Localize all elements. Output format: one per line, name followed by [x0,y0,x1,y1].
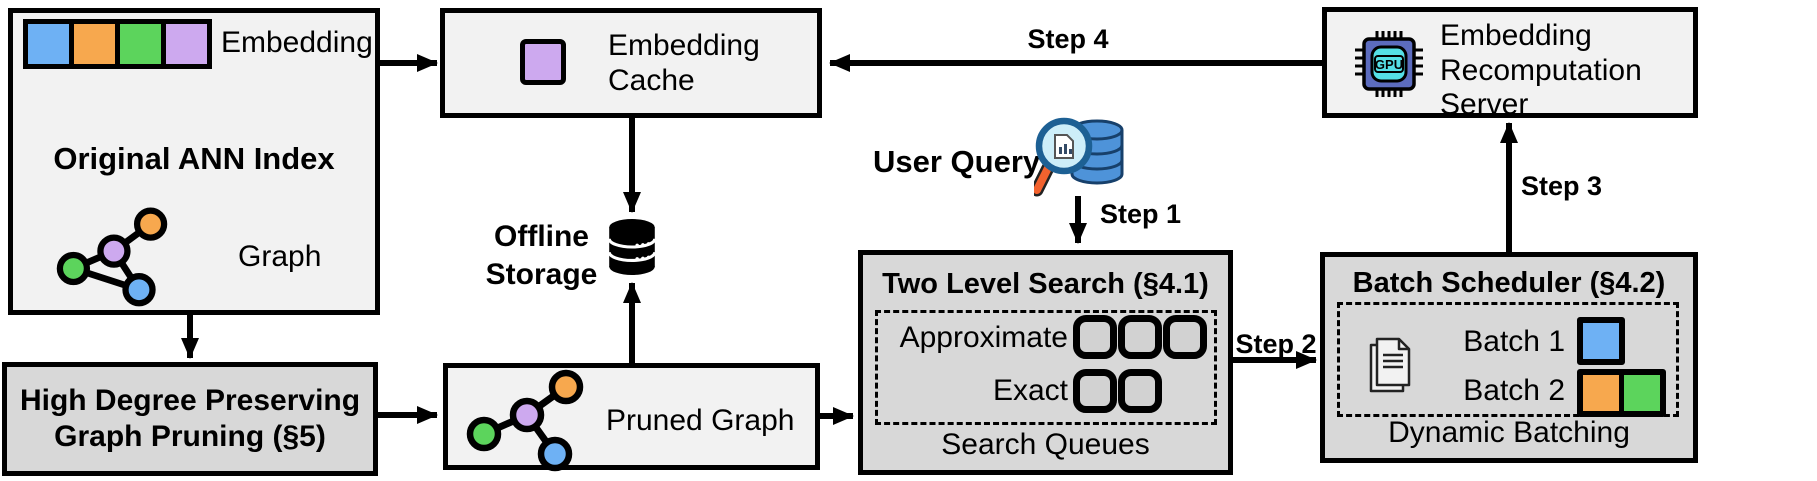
batch2-icon [1577,369,1666,417]
batch2-cell-green [1624,375,1660,411]
documents-icon [1369,337,1411,393]
step1-label: Step 1 [1100,199,1182,229]
embedding-cell-green [120,24,166,64]
offline-storage-label: Offline Storage [485,220,598,291]
user-query-icon [1034,117,1124,197]
queue-slot-icon [1163,315,1207,359]
graph-node-green [466,416,502,452]
queue-slot-icon [1118,369,1162,413]
queue-slot-icon [1073,315,1117,359]
graph-node-blue [537,436,573,472]
graph-node-purple [97,234,131,268]
step2-label: Step 2 [1235,329,1317,359]
graph-pruning-title: High Degree Preserving Graph Pruning (§5… [19,384,361,453]
queue-slot-icon [1118,315,1162,359]
user-query-label: User Query [873,144,1041,179]
pruned-graph-icon [466,369,584,472]
approximate-queue-icons [1073,315,1208,359]
batch-scheduler-title: Batch Scheduler (§4.2) [1352,267,1666,299]
gpu-chip-label: GPU [1375,57,1403,72]
exact-queue-icons [1073,369,1163,413]
embedding-cell-orange [74,24,120,64]
embedding-vector-icon [23,19,212,69]
graph-node-orange [133,207,168,241]
dynamic-batching-panel [1337,302,1679,417]
original-ann-index-box: Embedding Original ANN Index Graph [8,8,380,315]
cached-embedding-icon [520,39,566,85]
ann-index-title: Original ANN Index [53,141,335,176]
step4-label: Step 4 [1027,24,1109,54]
pruned-graph-box: Pruned Graph [443,363,820,472]
two-level-search-box: Two Level Search (§4.1) Approximate Exac… [858,250,1233,475]
batch-scheduler-box: Batch Scheduler (§4.2) Batch 1 Batch 2 D… [1320,252,1698,463]
embedding-cell-purple [166,24,207,64]
step3-label: Step 3 [1521,171,1603,201]
graph-node-purple [509,397,545,433]
search-queues-panel [875,310,1217,425]
batch2-cell-orange [1583,375,1624,411]
offline-storage-icon [607,219,657,275]
graph-label: Graph [238,240,322,273]
embedding-cell-blue [28,24,74,64]
query-document-glyph [1054,134,1074,159]
graph-node-orange [548,369,584,405]
batch1-cell-blue [1583,323,1619,359]
batch1-icon [1577,317,1625,365]
batch1-label: Batch 1 [1463,325,1565,358]
gpu-chip-icon: GPU [1355,31,1423,97]
two-level-search-title: Two Level Search (§4.1) [882,268,1209,300]
batch2-label: Batch 2 [1463,374,1565,407]
queue-slot-icon [1073,369,1117,413]
recompute-server-label: Embedding Recomputation Server [1440,19,1642,121]
embedding-cache-box: Embedding Cache [440,8,822,118]
ann-graph-icon [56,207,168,307]
recompute-server-box: GPU Embedding Recomputation Server [1322,7,1698,121]
embedding-cache-label: Embedding Cache [608,29,760,97]
exact-label: Exact [992,374,1068,407]
graph-node-blue [122,273,156,307]
graph-node-green [56,251,91,286]
search-queues-caption: Search Queues [941,427,1150,461]
pruned-graph-label: Pruned Graph [606,404,795,437]
graph-pruning-box: High Degree Preserving Graph Pruning (§5… [2,362,378,476]
dynamic-batching-caption: Dynamic Batching [1388,415,1630,449]
approximate-label: Approximate [899,321,1068,354]
embedding-label: Embedding [221,26,373,59]
